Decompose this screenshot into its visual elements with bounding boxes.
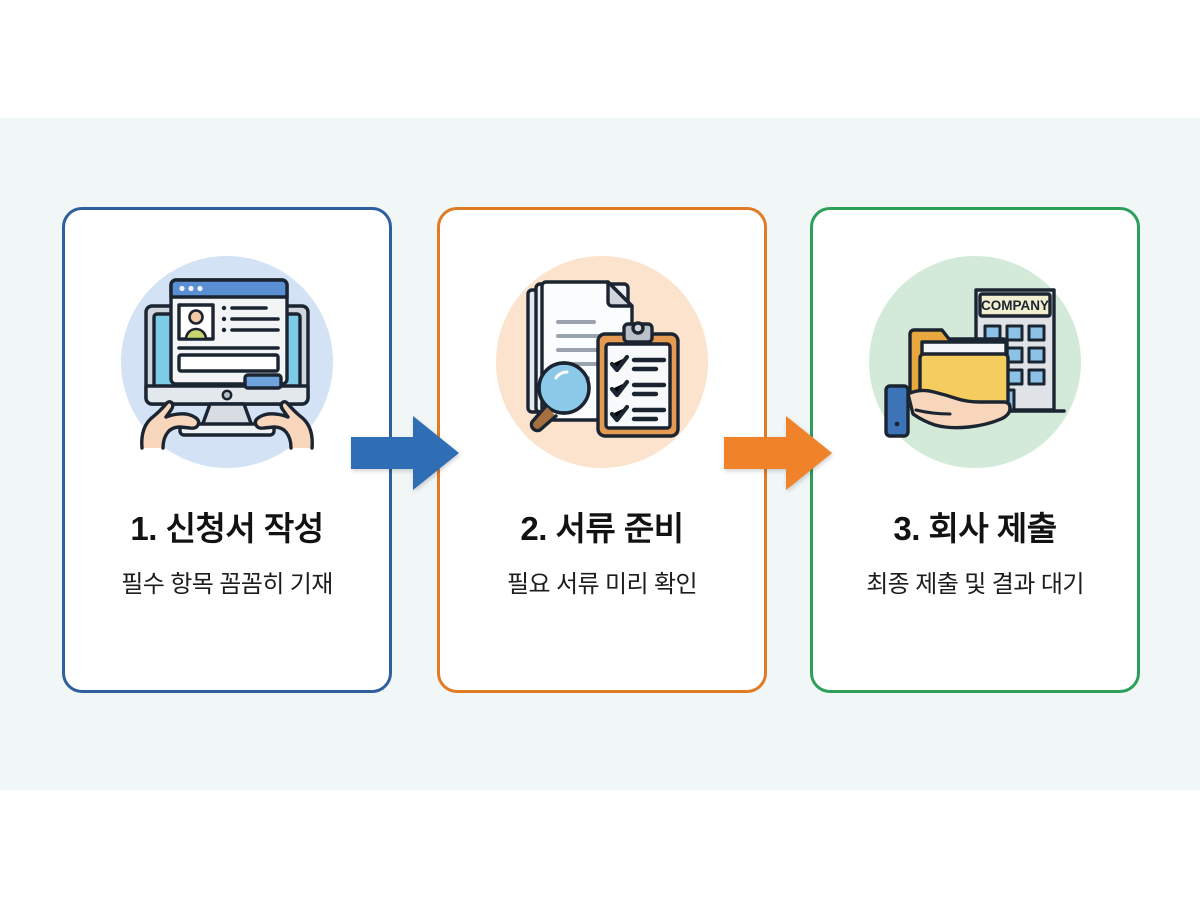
right-arrow-icon bbox=[724, 416, 832, 490]
step-2-subtitle: 필요 서류 미리 확인 bbox=[506, 570, 698, 598]
arrow-step2-to-step3 bbox=[722, 410, 834, 496]
documents-checklist-magnifier-icon bbox=[526, 280, 680, 438]
step-2-text: 2. 서류 준비 필요 서류 미리 확인 bbox=[440, 510, 764, 599]
step-1-subtitle: 필수 항목 꼼꼼히 기재 bbox=[121, 570, 333, 598]
step-3-icon-circle: COMPANY bbox=[869, 256, 1081, 468]
company-sign-text: COMPANY bbox=[981, 298, 1049, 313]
step-3-subtitle: 최종 제출 및 결과 대기 bbox=[866, 570, 1084, 598]
step-1-text: 1. 신청서 작성 필수 항목 꼼꼼히 기재 bbox=[65, 510, 389, 599]
step-1-icon-circle bbox=[121, 256, 333, 468]
step-2-icon-circle bbox=[496, 256, 708, 468]
step-card-3[interactable]: COMPANY bbox=[810, 207, 1140, 693]
arrow-step1-to-step2 bbox=[349, 410, 461, 496]
step-card-2[interactable]: 2. 서류 준비 필요 서류 미리 확인 bbox=[437, 207, 767, 693]
step-card-1[interactable]: 1. 신청서 작성 필수 항목 꼼꼼히 기재 bbox=[62, 207, 392, 693]
computer-form-typing-icon bbox=[140, 278, 314, 450]
step-1-title: 1. 신청서 작성 bbox=[130, 510, 324, 547]
step-2-title: 2. 서류 준비 bbox=[520, 510, 684, 547]
hand-folder-company-building-icon: COMPANY bbox=[884, 288, 1066, 438]
step-3-title: 3. 회사 제출 bbox=[893, 510, 1057, 547]
step-3-text: 3. 회사 제출 최종 제출 및 결과 대기 bbox=[813, 510, 1137, 599]
right-arrow-icon bbox=[351, 416, 459, 490]
steps-container: 1. 신청서 작성 필수 항목 꼼꼼히 기재 bbox=[0, 207, 1200, 693]
